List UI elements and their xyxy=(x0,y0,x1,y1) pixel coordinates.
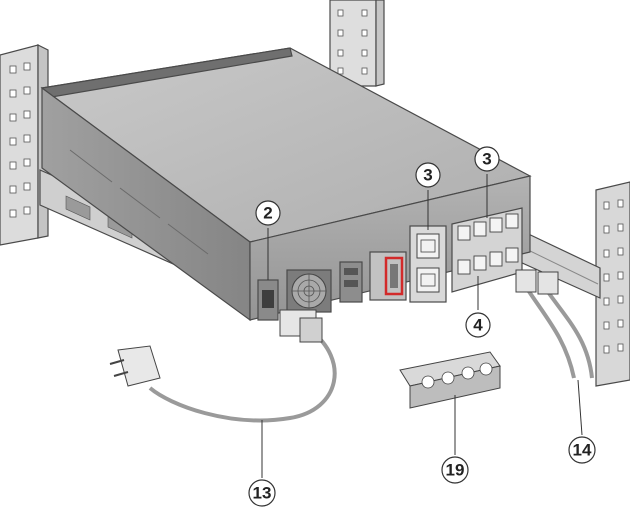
output-socket xyxy=(489,217,503,233)
rack-post-right xyxy=(595,181,630,387)
callout-4: 4 xyxy=(465,312,491,338)
output-socket xyxy=(473,221,487,237)
svg-text:14: 14 xyxy=(573,441,592,460)
callout-13: 13 xyxy=(248,479,276,507)
svg-text:3: 3 xyxy=(423,166,432,185)
red-highlighted-slot xyxy=(384,256,404,296)
callout-3-large-sockets: 3 xyxy=(415,162,441,188)
output-socket-group-large xyxy=(409,225,447,303)
output-socket xyxy=(416,233,440,259)
svg-text:19: 19 xyxy=(446,461,465,480)
callout-2: 2 xyxy=(255,200,281,226)
callout-leader-lines xyxy=(261,174,583,478)
mains-plug xyxy=(117,345,161,387)
output-plug xyxy=(515,269,537,293)
cooling-fan xyxy=(286,269,332,313)
output-socket xyxy=(473,255,487,271)
output-plug xyxy=(537,271,559,295)
callout-3-small-sockets: 3 xyxy=(474,146,500,172)
svg-text:4: 4 xyxy=(473,316,483,335)
output-cables xyxy=(515,269,594,379)
callout-19: 19 xyxy=(441,456,469,484)
output-socket xyxy=(457,259,471,275)
output-socket xyxy=(489,251,503,267)
cable-retention-bracket xyxy=(399,351,501,409)
input-socket-panel xyxy=(257,279,279,321)
input-cable xyxy=(109,309,337,423)
output-socket xyxy=(505,213,519,229)
ups-chassis xyxy=(40,47,532,322)
rack-post-rear xyxy=(329,0,385,87)
rack-post-left xyxy=(0,44,49,246)
output-socket xyxy=(416,267,440,293)
svg-text:3: 3 xyxy=(482,150,491,169)
output-socket-group-small xyxy=(451,207,523,293)
communication-panel xyxy=(339,251,407,303)
svg-text:2: 2 xyxy=(263,204,272,223)
callout-14: 14 xyxy=(568,436,596,464)
output-socket xyxy=(505,247,519,263)
svg-text:13: 13 xyxy=(253,484,272,503)
output-socket xyxy=(457,225,471,241)
